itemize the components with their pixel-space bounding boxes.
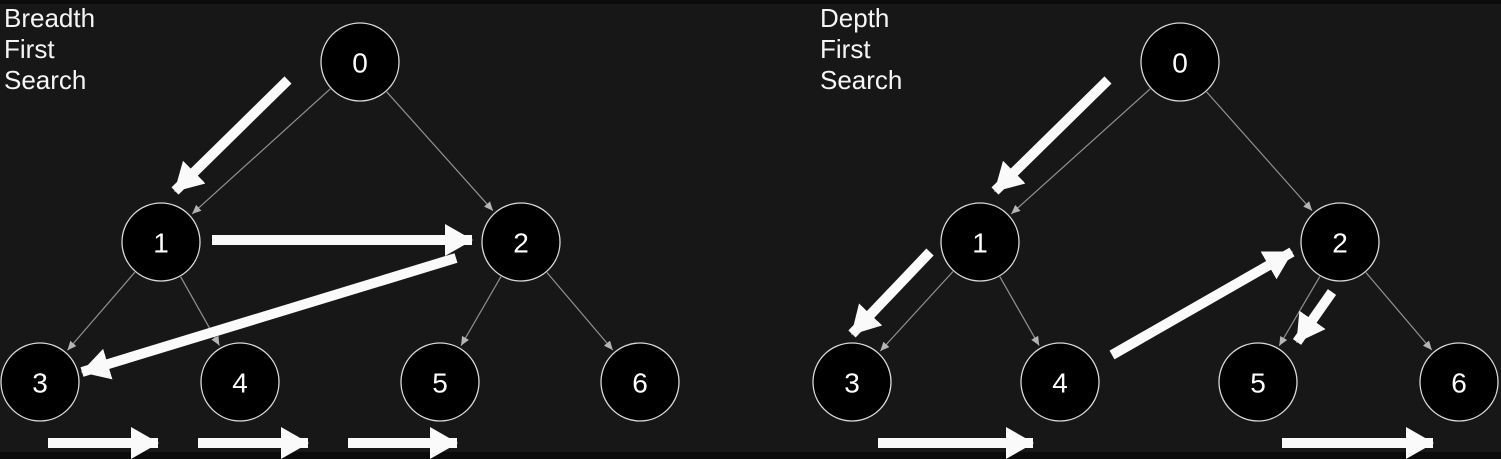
bfs-title-line: Breadth (4, 3, 96, 33)
tree-edge (1206, 91, 1313, 212)
tree-node-label: 0 (352, 48, 368, 79)
top-edge-band (0, 0, 1501, 4)
dfs-title-line: Depth (820, 3, 890, 33)
traversal-arrow (848, 248, 934, 338)
tree-edge (67, 271, 136, 351)
tree-node (600, 342, 680, 422)
tree-node-label: 4 (1052, 368, 1068, 399)
dfs-title: Depth First Search (820, 3, 902, 96)
tree-node-label: 3 (32, 368, 48, 399)
tree-node (121, 202, 201, 282)
tree-edge (879, 271, 954, 352)
tree-node (0, 342, 80, 422)
tree-node (940, 202, 1020, 282)
tree-node-label: 5 (1250, 368, 1266, 399)
tree-node (1218, 342, 1298, 422)
tree-node-label: 1 (153, 228, 169, 259)
tree-node (812, 342, 892, 422)
traversal-arrow (1292, 289, 1337, 345)
bottom-edge-band (0, 452, 1501, 459)
tree-node-label: 4 (232, 368, 248, 399)
traversal-arrow (991, 76, 1112, 195)
depth-first-search-tree: 0 1 2 3 4 5 6 (812, 22, 1499, 459)
tree-edge (386, 91, 494, 212)
tree-edge (1010, 88, 1151, 215)
dfs-title-line: Search (820, 65, 903, 95)
tree-node (1419, 342, 1499, 422)
tree-edge (460, 276, 502, 346)
tree-node (200, 342, 280, 422)
bfs-title-line: First (4, 34, 55, 64)
tree-node (1020, 342, 1100, 422)
tree-edge (999, 276, 1040, 346)
traversal-arrow (80, 253, 458, 380)
tree-node-label: 0 (1172, 48, 1188, 79)
tree-node (320, 22, 400, 102)
tree-node-label: 6 (632, 368, 648, 399)
tree-node-label: 1 (972, 228, 988, 259)
traversal-arrow (171, 76, 292, 195)
bfs-title: Breadth First Search (4, 3, 95, 96)
traversal-arrow (1109, 247, 1295, 360)
breadth-first-search-tree: 0 1 2 3 4 5 6 (0, 22, 680, 459)
tree-edge (1365, 272, 1433, 351)
tree-node (1140, 22, 1220, 102)
tree-node (481, 202, 561, 282)
tree-edge (191, 88, 331, 215)
tree-node-label: 2 (513, 228, 529, 259)
dfs-title-line: First (820, 34, 871, 64)
tree-node-label: 5 (432, 368, 448, 399)
tree-node-label: 3 (844, 368, 860, 399)
tree-node (1300, 202, 1380, 282)
tree-node (400, 342, 480, 422)
tree-node-label: 6 (1451, 368, 1467, 399)
tree-edge (546, 272, 614, 351)
tree-node-label: 2 (1332, 228, 1348, 259)
bfs-title-line: Search (4, 65, 87, 95)
